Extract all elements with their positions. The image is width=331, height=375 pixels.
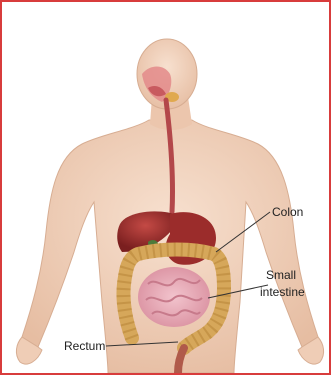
rectum-label: Rectum: [64, 339, 105, 353]
small-intestine-label-line2: intestine: [260, 285, 305, 299]
colon-label: Colon: [272, 205, 303, 219]
small-intestine: [138, 267, 210, 327]
digestive-system-diagram: Colon Small intestine Rectum: [2, 2, 329, 373]
small-intestine-label-line1: Small: [266, 268, 296, 282]
